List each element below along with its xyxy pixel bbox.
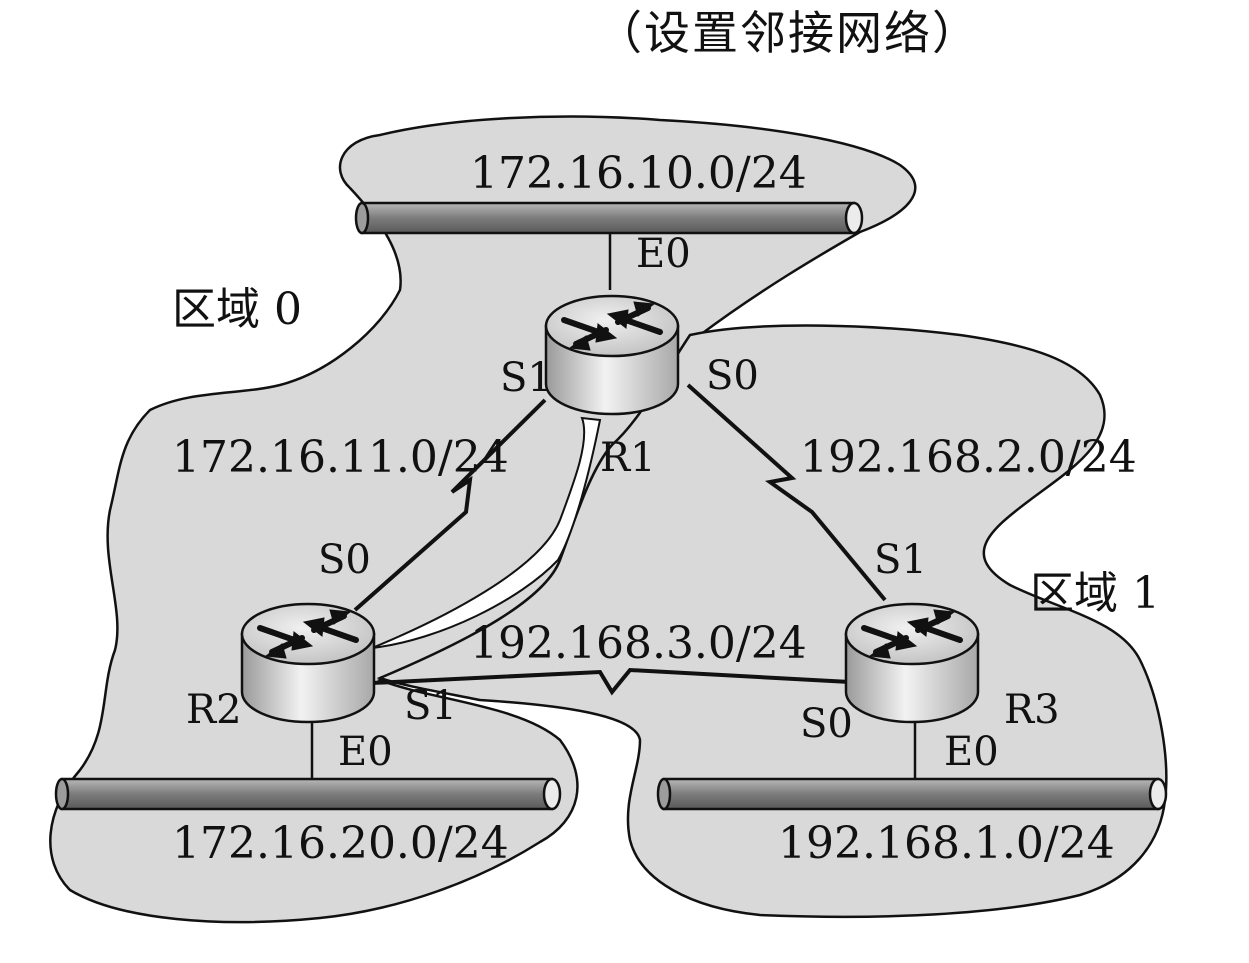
area0-label: 区域 0 bbox=[172, 284, 302, 335]
top-ethernet-bus bbox=[354, 201, 864, 235]
router-r3 bbox=[846, 604, 978, 722]
r3-name-label: R3 bbox=[1004, 687, 1060, 733]
bottom-right-ethernet-bus bbox=[656, 777, 1168, 811]
network-r1-r3-label: 192.168.2.0/24 bbox=[800, 432, 1137, 483]
r2-name-label: R2 bbox=[186, 687, 242, 733]
area0-region bbox=[49, 115, 917, 924]
r3-s1-label: S1 bbox=[874, 537, 927, 583]
network-bottom-right-label: 192.168.1.0/24 bbox=[778, 818, 1115, 869]
router-r1 bbox=[546, 296, 678, 414]
bottom-left-ethernet-bus bbox=[54, 777, 562, 811]
r2-s0-label: S0 bbox=[318, 537, 371, 583]
network-bottom-left-label: 172.16.20.0/24 bbox=[172, 818, 509, 869]
router-r2 bbox=[242, 604, 374, 722]
r2-e0-label: E0 bbox=[338, 729, 393, 775]
serial-link-r1-r3 bbox=[686, 383, 887, 602]
r3-e0-label: E0 bbox=[944, 729, 999, 775]
area1-label: 区域 1 bbox=[1030, 568, 1160, 619]
r1-s0-label: S0 bbox=[706, 353, 759, 399]
serial-link-r2-r3 bbox=[371, 667, 851, 696]
serial-link-r1-r2 bbox=[353, 398, 547, 612]
r1-e0-label: E0 bbox=[636, 231, 691, 277]
network-r1-r2-label: 172.16.11.0/24 bbox=[172, 432, 509, 483]
r2-s1-label: S1 bbox=[404, 683, 457, 729]
r1-s1-label: S1 bbox=[500, 355, 553, 401]
diagram-title: （设置邻接网络） bbox=[596, 6, 980, 60]
r1-name-label: R1 bbox=[600, 435, 656, 481]
r3-s0-label: S0 bbox=[800, 701, 853, 747]
network-top-label: 172.16.10.0/24 bbox=[470, 148, 807, 199]
area1-region bbox=[376, 324, 1168, 919]
network-r2-r3-label: 192.168.3.0/24 bbox=[470, 618, 807, 669]
